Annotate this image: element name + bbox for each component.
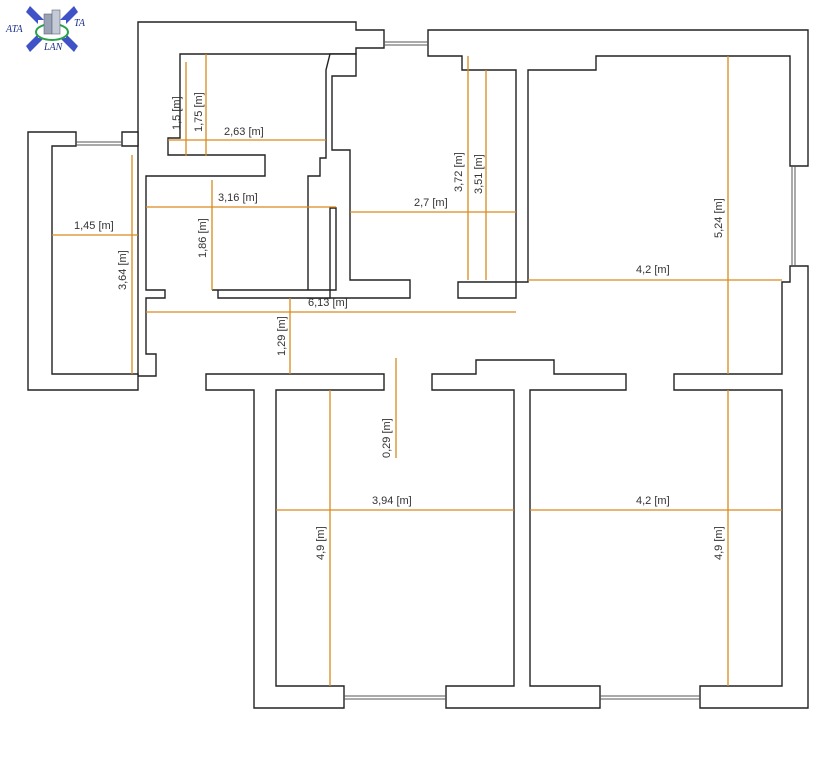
dim-label-3-94: 3,94 [m] [372, 495, 412, 507]
logo-text-bottom: LAN [43, 42, 64, 53]
wall-bath-inner [212, 207, 337, 299]
dim-label-4-9-right: 4,9 [m] [713, 526, 725, 560]
wall-right-outer [673, 265, 809, 709]
dim-label-3-72: 3,72 [m] [453, 152, 465, 192]
dim-label-5-24: 5,24 [m] [713, 198, 725, 238]
walls [27, 21, 809, 709]
dim-label-1-45: 1,45 [m] [74, 220, 114, 232]
logo-text-right: TA [74, 18, 86, 29]
logo-text-left: ATA [5, 24, 24, 35]
dim-label-3-51: 3,51 [m] [473, 154, 485, 194]
dim-label-2-7: 2,7 [m] [414, 197, 448, 209]
wall-center-partition [307, 53, 411, 299]
dim-label-1-29: 1,29 [m] [276, 316, 288, 356]
logo-arrows-icon [26, 6, 78, 52]
dim-label-1-75: 1,75 [m] [193, 92, 205, 132]
wall-left-room [27, 131, 139, 391]
dim-label-3-16: 3,16 [m] [218, 192, 258, 204]
wall-top-right-frame [427, 29, 809, 299]
dimension-labels: 1,5 [m] 1,75 [m] 2,63 [m] 3,72 [m] 3,51 … [74, 92, 725, 560]
dim-label-4-2-top: 4,2 [m] [636, 264, 670, 276]
dim-label-0-29: 0,29 [m] [381, 418, 393, 458]
logo-building-icon [43, 9, 61, 35]
dim-label-4-9-left: 4,9 [m] [315, 526, 327, 560]
dim-label-1-86: 1,86 [m] [197, 218, 209, 258]
atatalan-logo: ATA TA LAN [5, 6, 86, 53]
dim-label-2-63: 2,63 [m] [224, 126, 264, 138]
dimension-lines [52, 54, 782, 686]
dim-label-4-2-bottom: 4,2 [m] [636, 495, 670, 507]
dim-label-3-64: 3,64 [m] [117, 250, 129, 290]
dim-label-1-5: 1,5 [m] [171, 96, 183, 130]
windows [76, 41, 796, 700]
wall-bottom-left-room [205, 373, 385, 709]
dim-label-6-13: 6,13 [m] [308, 297, 348, 309]
wall-left-room-stub [121, 131, 139, 147]
wall-bottom-mid-stub [431, 359, 627, 709]
